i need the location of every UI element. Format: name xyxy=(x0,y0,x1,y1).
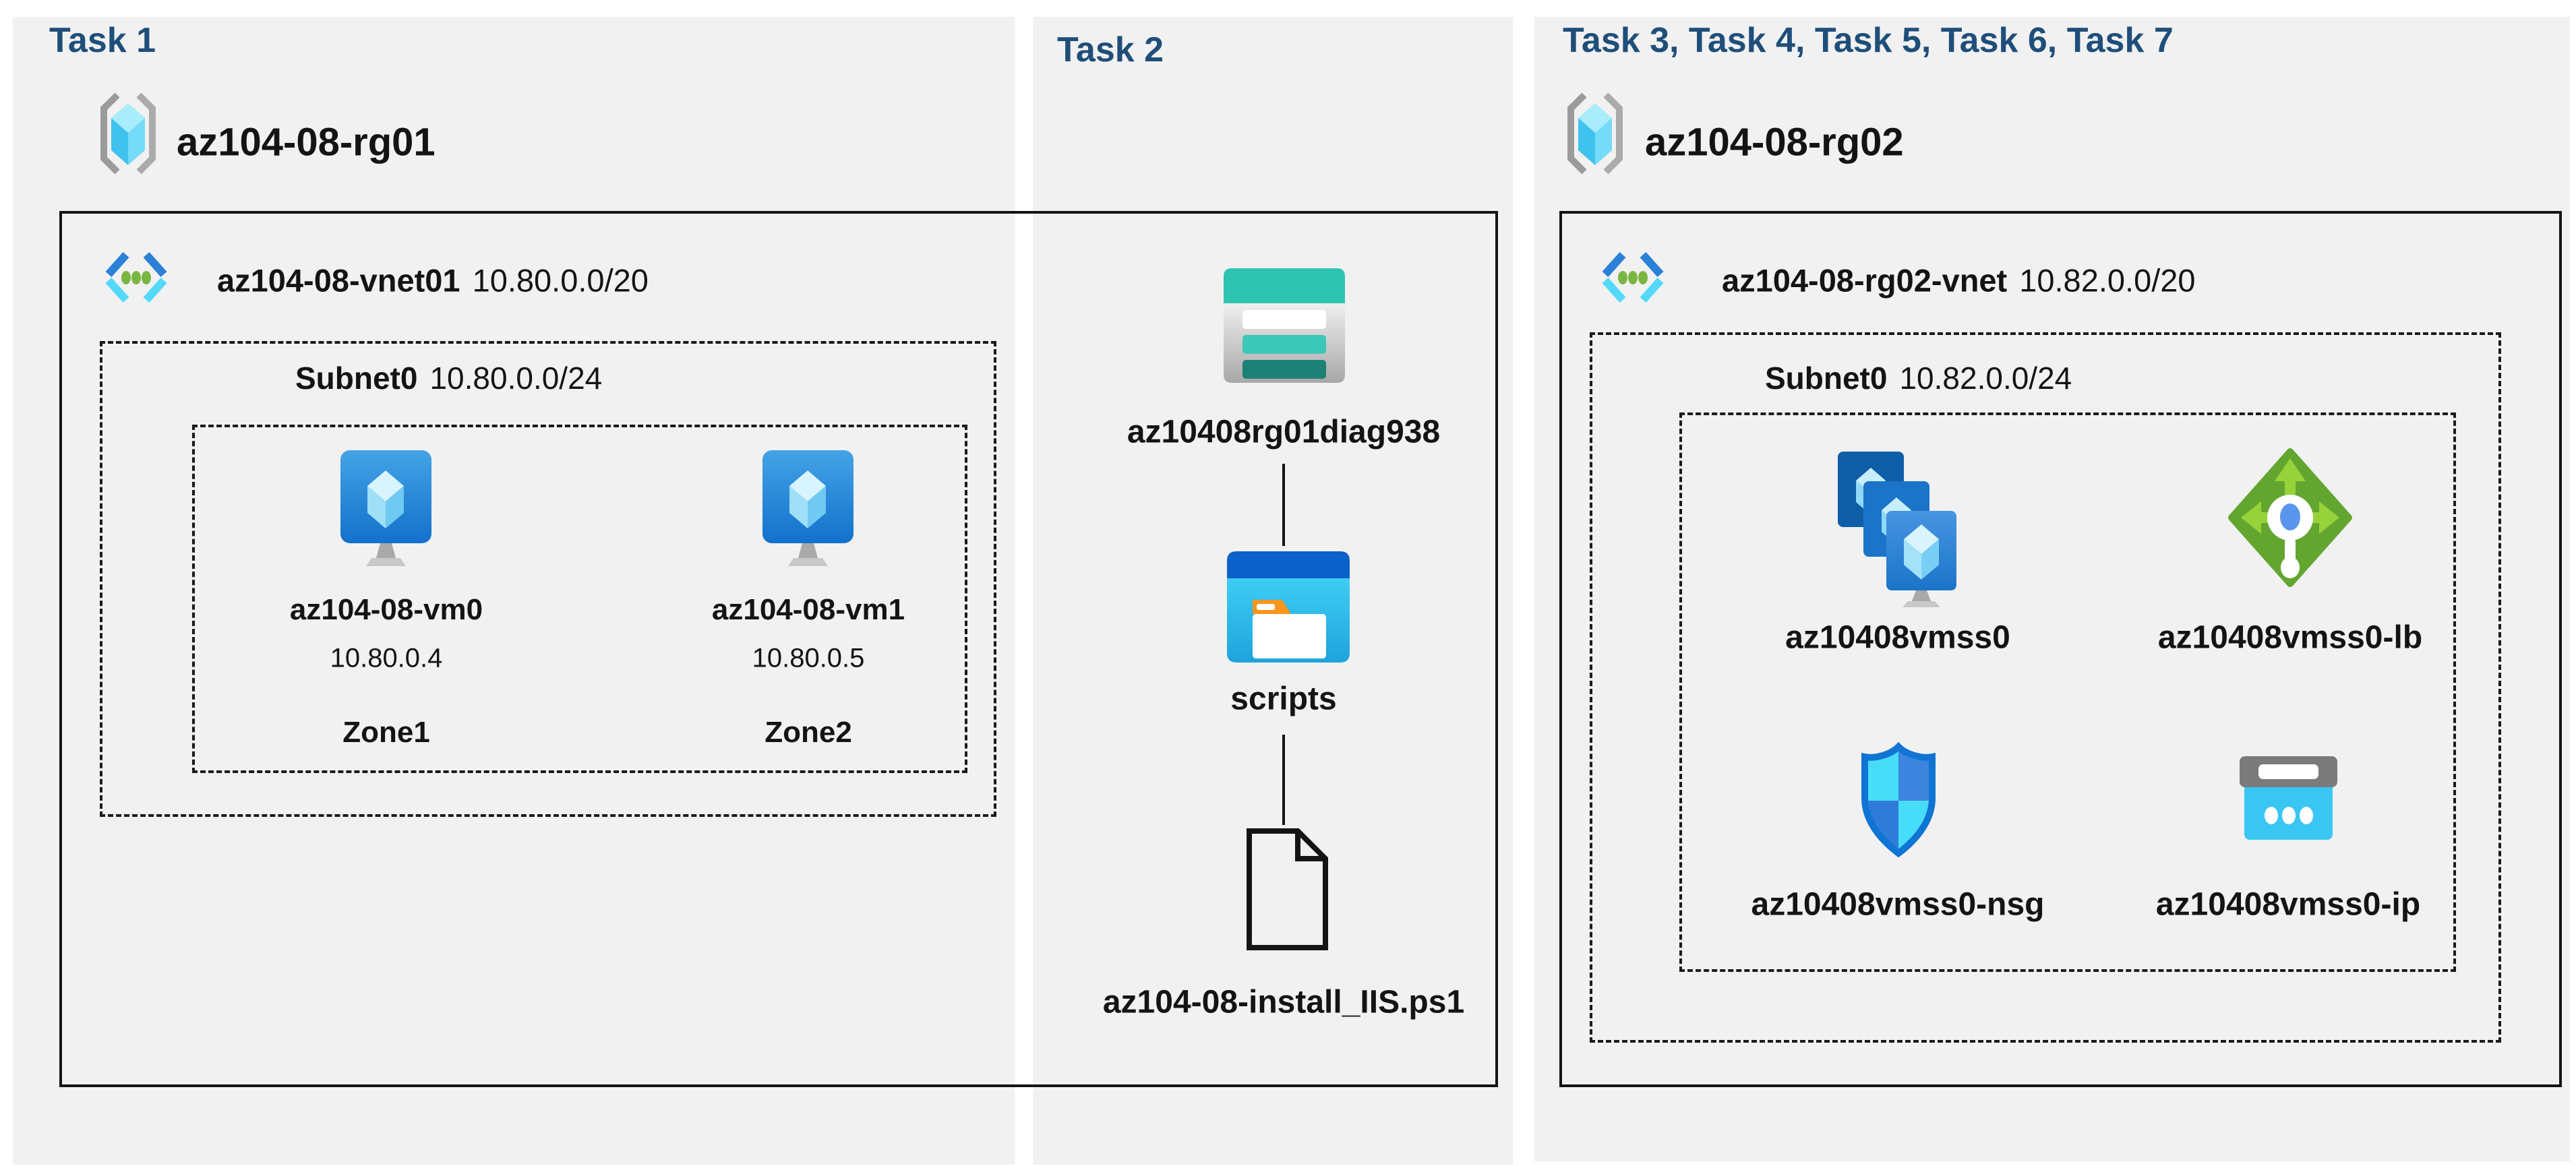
load-balancer-icon xyxy=(2226,446,2354,589)
connector-storage-to-scripts xyxy=(1282,464,1285,546)
storage-account-icon xyxy=(1224,268,1345,383)
vnet2-name: az104-08-rg02-vnet xyxy=(1722,262,2008,299)
vm1-zone: Zone2 xyxy=(765,716,852,749)
vm0-zone: Zone1 xyxy=(342,716,430,749)
subnet2-label: Subnet0 10.82.0.0/24 xyxy=(1765,360,2072,396)
virtual-machine-icon xyxy=(762,450,853,568)
subnet2-box xyxy=(1590,332,2501,1043)
vnet2-box xyxy=(1559,211,2562,1087)
rg1-name: az104-08-rg01 xyxy=(177,120,436,164)
task1-title: Task 1 xyxy=(49,21,156,60)
subnet2-cidr: 10.82.0.0/24 xyxy=(1899,361,2072,396)
vm1-name: az104-08-vm1 xyxy=(711,593,905,626)
virtual-machine-icon xyxy=(340,450,431,568)
subnet2-name: Subnet0 xyxy=(1765,361,1888,396)
vnet2-cidr: 10.82.0.0/20 xyxy=(2019,262,2196,299)
vm1-ip: 10.80.0.5 xyxy=(752,643,865,673)
resource-group-icon xyxy=(94,90,162,177)
nsg-name: az10408vmss0-nsg xyxy=(1751,886,2045,923)
load-balancer-name: az10408vmss0-lb xyxy=(2157,619,2423,656)
vnet1-cidr: 10.80.0.0/20 xyxy=(472,262,649,299)
task1-panel xyxy=(13,17,1015,1165)
virtual-network-icon xyxy=(1595,247,1671,311)
vm0-name: az104-08-vm0 xyxy=(289,593,483,626)
container-name: scripts xyxy=(1230,681,1337,717)
script-file-icon xyxy=(1245,827,1329,952)
network-security-group-icon xyxy=(1856,741,1941,863)
vnet1-label: az104-08-vnet01 10.80.0.0/20 xyxy=(217,262,649,299)
public-ip-name: az10408vmss0-ip xyxy=(2155,886,2421,923)
task2-title: Task 2 xyxy=(1057,30,1164,69)
subnet1-label: Subnet0 10.80.0.0/24 xyxy=(295,360,602,396)
zone-group-box xyxy=(192,425,967,773)
resource-group-icon xyxy=(1561,90,1629,177)
connector-scripts-to-file xyxy=(1282,735,1285,825)
vm-scale-set-icon xyxy=(1828,449,1967,607)
vnet1-name: az104-08-vnet01 xyxy=(217,262,460,299)
vm0-ip: 10.80.0.4 xyxy=(330,643,443,673)
virtual-network-icon xyxy=(98,247,174,311)
vnet1-box xyxy=(59,211,1498,1087)
subnet1-cidr: 10.80.0.0/24 xyxy=(429,361,603,396)
vnet2-label: az104-08-rg02-vnet 10.82.0.0/20 xyxy=(1722,262,2196,299)
subnet1-name: Subnet0 xyxy=(295,361,418,396)
vmss-group-box xyxy=(1679,412,2456,972)
storage-account-name: az10408rg01diag938 xyxy=(1127,414,1441,450)
rg2-name: az104-08-rg02 xyxy=(1645,120,1904,164)
task3-title: Task 3, Task 4, Task 5, Task 6, Task 7 xyxy=(1563,21,2174,60)
public-ip-icon xyxy=(2240,756,2337,845)
subnet1-box xyxy=(100,341,996,817)
script-file-name: az104-08-install_IIS.ps1 xyxy=(1102,984,1465,1020)
vmss-name: az10408vmss0 xyxy=(1785,619,2010,656)
blob-container-icon xyxy=(1227,551,1350,663)
